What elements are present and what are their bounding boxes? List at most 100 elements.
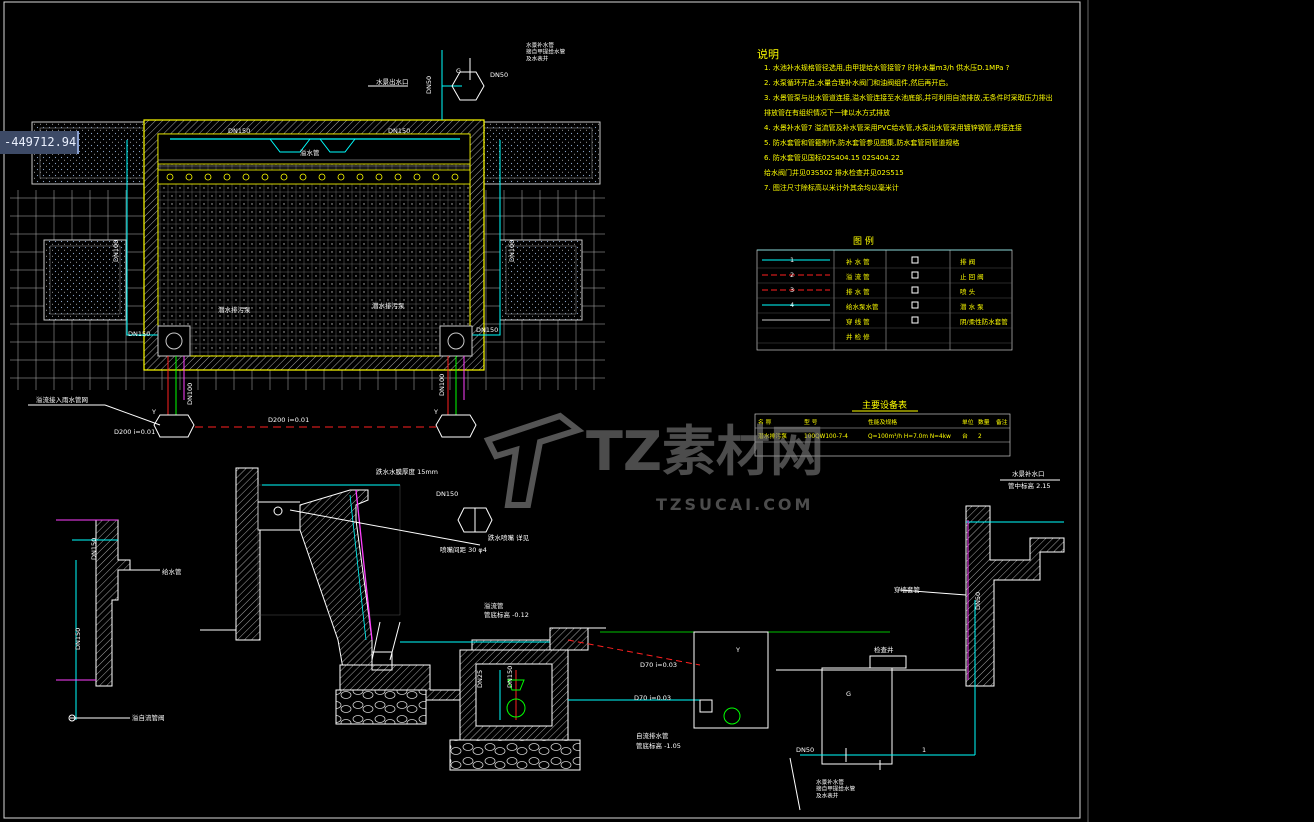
note-line: 1. 水池补水规格管径选用,由甲提给水管接管7 时补水量m3/h 供水压D.1M… bbox=[764, 63, 1010, 72]
equipment-header-cell: 性能及规格 bbox=[868, 418, 897, 426]
legend-symbol-icon bbox=[911, 286, 919, 294]
svg-text:G: G bbox=[456, 67, 461, 75]
nozzle-icon bbox=[223, 173, 231, 181]
dn100-b-label: DN100 bbox=[438, 374, 446, 396]
pump-left-label: 潜水排污泵 bbox=[218, 305, 251, 314]
dn150-c-label: DN150 bbox=[436, 490, 458, 498]
equipment-cell: 潜水排污泵 bbox=[758, 432, 787, 440]
watermark-logo-icon bbox=[483, 412, 585, 508]
dn100-left-label: DN100 bbox=[112, 240, 120, 262]
equipment-table: 主要设备表 名 称 型 号 性能及规格 单位数量备注潜水排污泵 100QW100-7-4… bbox=[754, 399, 1011, 457]
legend-symbol-icon bbox=[911, 256, 919, 264]
nozzle-icon bbox=[451, 173, 459, 181]
one-label: 1 bbox=[922, 746, 926, 754]
legend-symbol-icon bbox=[911, 301, 919, 309]
section-labels: 跌水水膜厚度 15mm DN150 跌水喷嘴 详见 喷嘴间距 30 φ4 溢流管… bbox=[74, 467, 1051, 799]
d70-b-label: D70 i=0.03 bbox=[634, 694, 671, 702]
nozzle-icon bbox=[166, 173, 174, 181]
legend-symbol-name: 潜 水 泵 bbox=[960, 302, 984, 311]
notes-block: 说明 1. 水池补水规格管径选用,由甲提给水管接管7 时补水量m3/h 供水压D… bbox=[757, 47, 1053, 192]
pump-right-label: 潜水排污泵 bbox=[372, 301, 405, 310]
valve-note: 水景补水管接自甲提给水管及水表井 bbox=[526, 41, 566, 62]
equipment-header-cell: 数量 bbox=[978, 418, 990, 426]
bottom-note: 水景补水管接自甲提给水管及水表井 bbox=[816, 778, 856, 799]
legend-item-name: 给水泵水管 bbox=[846, 302, 879, 311]
y-box-label: Y bbox=[735, 646, 740, 654]
dn150-right-label: DN150 bbox=[388, 127, 410, 135]
right-outlet-label: 水景补水口 bbox=[1012, 469, 1045, 478]
equipment-header-cell: 型 号 bbox=[804, 418, 818, 426]
right-level-label: 管中标高 2.15 bbox=[1008, 481, 1051, 490]
legend-num: 4 bbox=[790, 301, 794, 309]
overflow-label: 溢水管 bbox=[300, 148, 320, 157]
notes-title: 说明 bbox=[757, 47, 779, 61]
equipment-header-cell: 单位 bbox=[962, 418, 974, 426]
dn50-b-label: DN50 bbox=[796, 746, 814, 754]
legend-num: 3 bbox=[790, 286, 794, 294]
plan-labels: 水景出水口 DN50 G DN50 水景补水管接自甲提给水管及水表井 DN150… bbox=[36, 41, 566, 436]
left-dn150v-label: DN150 bbox=[74, 628, 82, 650]
equipment-title: 主要设备表 bbox=[862, 399, 907, 411]
nozzle-icon bbox=[394, 173, 402, 181]
section-right bbox=[776, 479, 1065, 811]
overflow-a-label: 溢流管 bbox=[484, 601, 504, 610]
note-line: 3. 水景管泵与出水管道连接,溢水管连接至水池底部,并可利用自流排放,无条件时采… bbox=[764, 93, 1053, 102]
plan-view bbox=[10, 50, 605, 438]
dn50-top-label: DN50 bbox=[425, 76, 433, 94]
nozzle-icon bbox=[318, 173, 326, 181]
note-line: 5. 防水套管和管箍制作,防水套管参见图集,防水套管同管道规格 bbox=[764, 138, 959, 147]
nozzle-spec-label: 喷嘴间距 30 φ4 bbox=[440, 545, 487, 554]
watermark: TZ素材网 TZSUCAI.COM bbox=[483, 412, 824, 514]
drawing-border bbox=[3, 1, 1081, 819]
dn25-label: DN25 bbox=[476, 670, 484, 688]
nozzle-icon bbox=[299, 173, 307, 181]
self-drain-label: 自流排水管 bbox=[636, 731, 669, 740]
legend-symbol-icon bbox=[911, 271, 919, 279]
equipment-header-cell: 名 称 bbox=[758, 418, 772, 426]
note-line: 给水阀门井见03S502 排水检查井见02S515 bbox=[764, 168, 904, 177]
dn150-b-label: DN150 bbox=[476, 326, 498, 334]
note-line: 2. 水泵循环开启,水量合理补水阀门和油阀组件,然后再开启。 bbox=[764, 78, 952, 87]
nozzle-icon bbox=[413, 173, 421, 181]
legend-item-name: 补 水 管 bbox=[846, 257, 870, 266]
dn150-left-label: DN150 bbox=[228, 127, 250, 135]
watermark-brand: TZ素材网 bbox=[586, 420, 824, 483]
note-line: 6. 防水套管见国标02S404.15 02S404.22 bbox=[764, 153, 900, 162]
legend-symbol-name: 喷 头 bbox=[960, 287, 976, 296]
equipment-header-cell: 备注 bbox=[996, 418, 1008, 426]
section-main bbox=[200, 467, 890, 771]
y-left-label: Y bbox=[151, 408, 156, 416]
note-line: 4. 水景补水管7 溢流管及补水管采用PVC给水管,水泵出水管采用镀锌钢管,焊接… bbox=[764, 123, 1022, 132]
drain-left-label: 溢流接入雨水管网 bbox=[36, 395, 88, 404]
note-line: 排放管在有组织情况下一律以水方式排放 bbox=[764, 108, 890, 117]
left-pipe-label: 给水管 bbox=[162, 567, 182, 576]
nozzle-icon bbox=[261, 173, 269, 181]
legend-item-name: 溢 流 管 bbox=[846, 272, 870, 281]
legend-num: 2 bbox=[790, 271, 794, 279]
nozzle-icon bbox=[356, 173, 364, 181]
nozzle-icon bbox=[280, 173, 288, 181]
water-film-label: 跌水水膜厚度 15mm bbox=[376, 467, 438, 476]
note-line: 7. 图注尺寸除标高以米计外其余均以毫米计 bbox=[764, 183, 899, 192]
nozzle-icon bbox=[375, 173, 383, 181]
g-top-label: 检查井 bbox=[874, 645, 894, 654]
nozzle-row bbox=[166, 173, 459, 181]
level-2-label: 管底标高 -1.05 bbox=[636, 741, 681, 750]
nozzle-icon bbox=[337, 173, 345, 181]
drain-spec-label: D200 i=0.01 bbox=[114, 428, 155, 436]
legend-title: 图 例 bbox=[853, 235, 874, 247]
legend-item-name: 井 检 修 bbox=[846, 332, 870, 341]
drain-mid-label: D200 i=0.01 bbox=[268, 416, 309, 424]
right-dn-label: DN50 bbox=[974, 592, 982, 610]
left-bottom-label: 溢自流管阀 bbox=[132, 713, 165, 722]
y-right-label: Y bbox=[433, 408, 438, 416]
equipment-cell: 100QW100-7-4 bbox=[804, 434, 848, 440]
legend-symbol-name: 阴/柔性防水套管 bbox=[960, 317, 1008, 326]
legend-symbol-icon bbox=[911, 316, 919, 324]
legend-num: 1 bbox=[790, 256, 794, 264]
d70-a-label: D70 i=0.03 bbox=[640, 661, 677, 669]
nozzle-icon bbox=[242, 173, 250, 181]
nozzle-icon bbox=[204, 173, 212, 181]
level-1-label: 管底标高 -0.12 bbox=[484, 610, 529, 619]
